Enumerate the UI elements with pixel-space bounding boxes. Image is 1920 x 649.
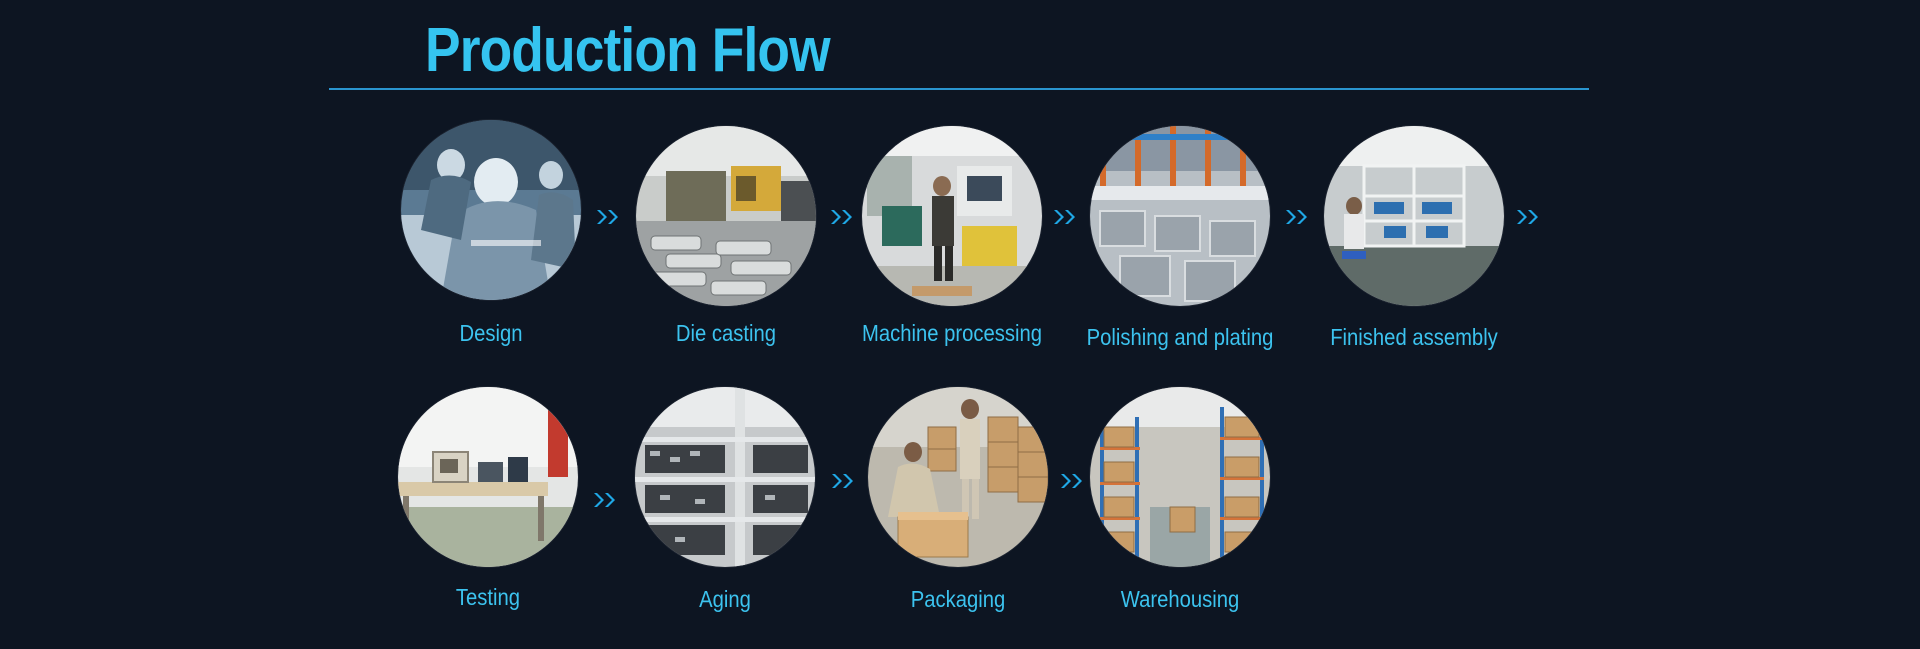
step-label: Die casting (675, 320, 777, 346)
step-photo-polishing-and-plating (1090, 126, 1270, 306)
double-chevron-right-icon (1061, 474, 1082, 488)
step-photo-die-casting (636, 126, 816, 306)
step-label: Warehousing (1120, 586, 1240, 612)
step-label: Testing (455, 584, 521, 610)
step-label: Machine processing (861, 320, 1043, 346)
step-photo-packaging (868, 387, 1048, 567)
double-chevron-right-icon (831, 210, 852, 224)
step-photo-finished-assembly (1324, 126, 1504, 306)
double-chevron-right-icon (1286, 210, 1307, 224)
double-chevron-right-icon (1054, 210, 1075, 224)
step-photo-design (401, 120, 581, 300)
step-label: Finished assembly (1330, 324, 1498, 350)
double-chevron-right-icon (832, 474, 853, 488)
double-chevron-right-icon (1517, 210, 1538, 224)
step-label: Aging (699, 586, 751, 612)
title-divider (329, 88, 1589, 90)
double-chevron-right-icon (594, 493, 615, 507)
step-label: Design (459, 320, 523, 346)
step-photo-warehousing (1090, 387, 1270, 567)
step-photo-testing (398, 387, 578, 567)
step-label: Packaging (910, 586, 1006, 612)
step-label: Polishing and plating (1086, 324, 1274, 350)
page-title: Production Flow (425, 16, 831, 85)
step-photo-machine-processing (862, 126, 1042, 306)
step-photo-aging (635, 387, 815, 567)
double-chevron-right-icon (597, 210, 618, 224)
